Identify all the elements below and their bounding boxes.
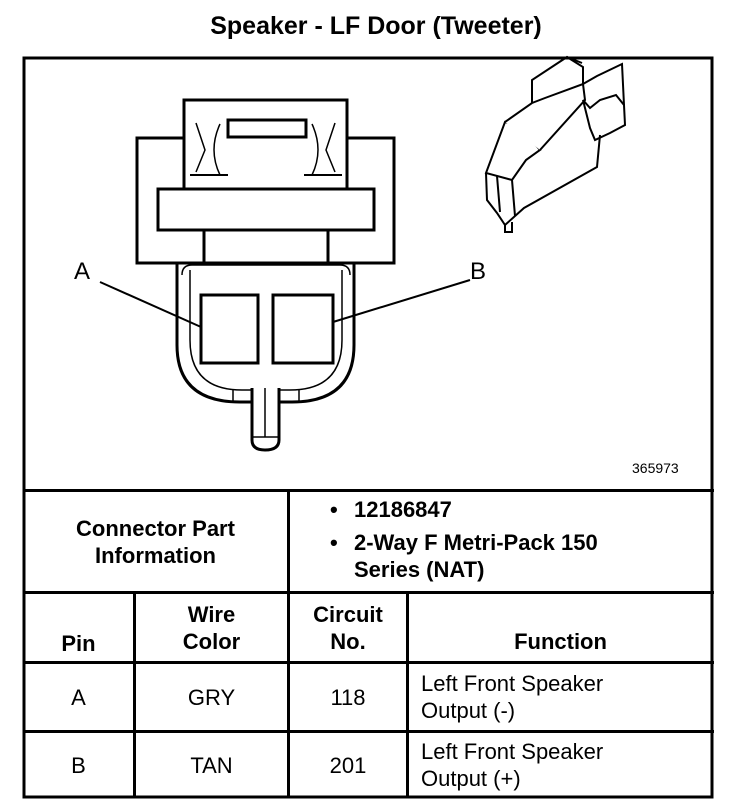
connector-face-drawing — [135, 98, 396, 452]
divider — [24, 730, 714, 733]
row-a-wire-color: GRY — [187, 684, 236, 710]
row-b-wire-color: TAN — [190, 752, 233, 778]
pin-b-label: B — [470, 258, 487, 285]
page-title: Speaker - LF Door (Tweeter) — [210, 12, 542, 40]
divider — [406, 591, 409, 797]
figure-number: 365973 — [632, 460, 679, 476]
connector-info-label: Connector Part Information — [24, 492, 287, 591]
pin-a-leader — [99, 281, 202, 328]
header-function: Function — [514, 629, 607, 654]
divider — [133, 591, 136, 797]
header-wire-color: Wire Color — [182, 601, 241, 654]
outer-frame — [22, 56, 714, 799]
pin-a-label: A — [74, 258, 91, 285]
divider — [24, 661, 714, 664]
connector-type: 2-Way F Metri-Pack 150 Series (NAT) — [326, 529, 624, 583]
header-pin: Pin — [61, 631, 96, 656]
pin-b-leader — [332, 279, 471, 323]
row-a-function: Left Front Speaker Output (-) — [421, 671, 604, 723]
connector-3d-drawing — [484, 55, 627, 233]
row-b-function: Left Front Speaker Output (+) — [421, 739, 604, 791]
row-b-pin: B — [71, 752, 86, 778]
row-a-circuit-no: 118 — [330, 684, 366, 710]
header-circuit-no: Circuit No. — [313, 601, 383, 654]
row-a-pin: A — [71, 684, 86, 710]
connector-info-list: 12186847 2-Way F Metri-Pack 150 Series (… — [326, 496, 624, 589]
divider — [24, 489, 714, 492]
connector-info-label-text: Connector Part Information — [76, 515, 235, 568]
connector-part-number: 12186847 — [326, 496, 624, 523]
divider — [24, 591, 714, 594]
divider — [287, 489, 290, 797]
row-b-circuit-no: 201 — [329, 752, 367, 778]
